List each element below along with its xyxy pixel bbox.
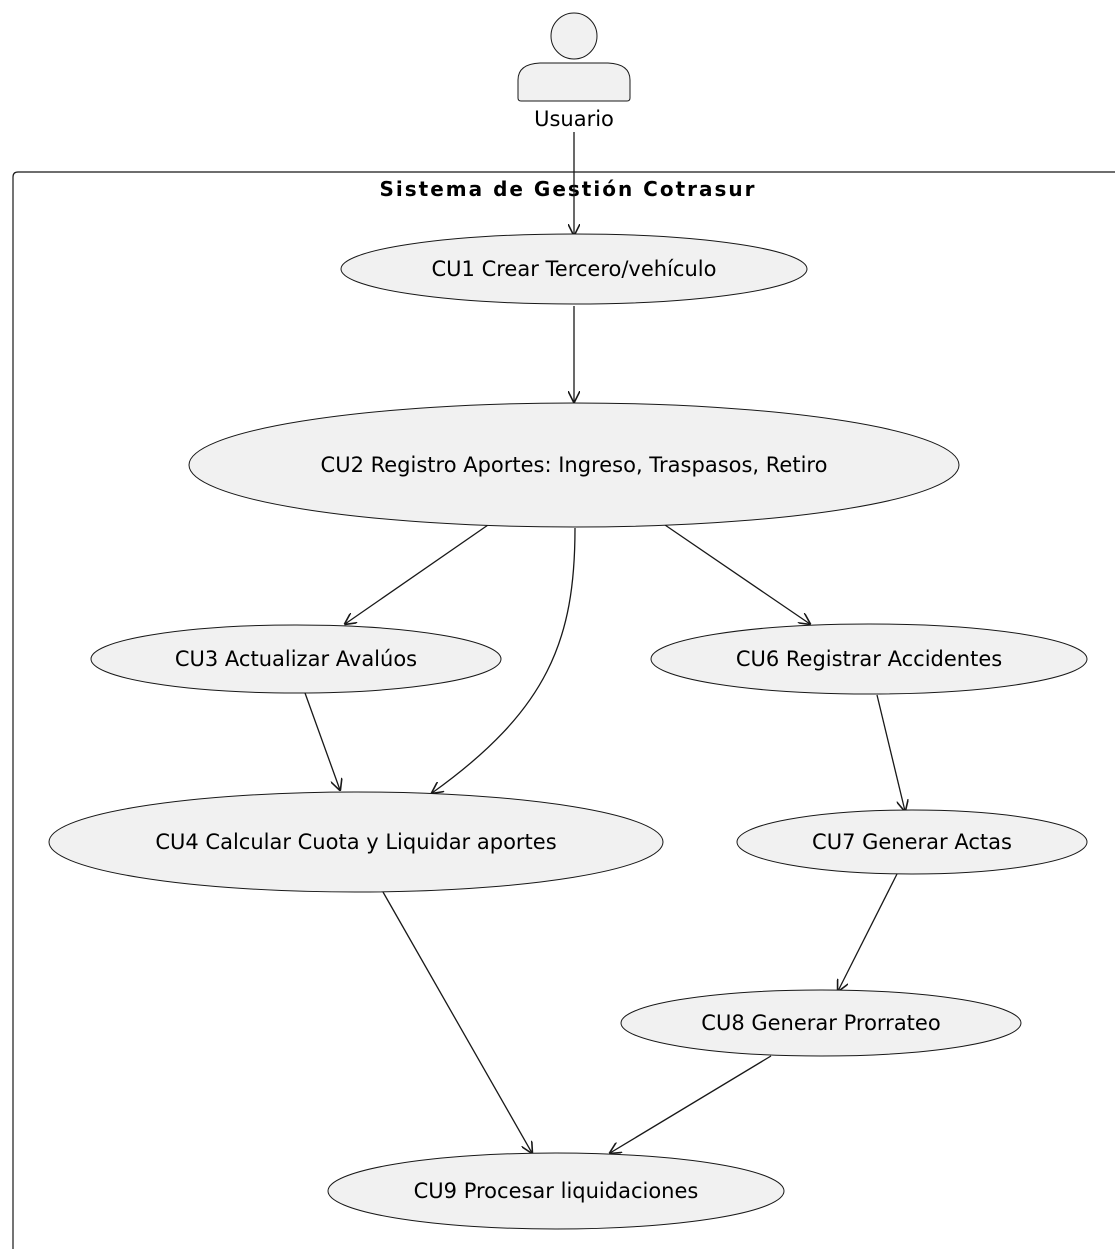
use-case-cu9: CU9 Procesar liquidaciones [327,1152,785,1230]
system-boundary: Sistema de Gestión Cotrasur [12,171,1115,1249]
system-title: Sistema de Gestión Cotrasur [379,177,756,201]
edge-cu2-cu6 [664,524,810,624]
edge-cu2-cu4 [432,527,576,793]
use-case-cu7: CU7 Generar Actas [736,809,1088,875]
actor-body-icon [517,62,631,102]
use-case-cu4: CU4 Calcular Cuota y Liquidar aportes [48,791,664,893]
actor-usuario: Usuario [517,12,631,131]
use-case-label: CU2 Registro Aportes: Ingreso, Traspasos… [321,453,828,477]
use-case-label: CU4 Calcular Cuota y Liquidar aportes [155,830,556,854]
edge-cu7-cu8 [838,873,898,991]
use-case-cu3: CU3 Actualizar Avalúos [90,624,502,694]
actor-head-icon [550,12,598,60]
use-case-label: CU9 Procesar liquidaciones [414,1179,699,1203]
use-case-cu2: CU2 Registro Aportes: Ingreso, Traspasos… [188,402,960,528]
edge-cu4-cu9 [382,891,532,1153]
edge-cu6-cu7 [876,694,905,811]
edge-cu8-cu9 [610,1055,772,1153]
edge-cu3-cu4 [304,692,340,790]
use-case-label: CU3 Actualizar Avalúos [175,647,417,671]
use-case-label: CU8 Generar Prorrateo [701,1011,940,1035]
edge-cu2-cu3 [345,524,489,624]
edges [304,132,905,1153]
use-case-label: CU7 Generar Actas [812,830,1012,854]
use-case-cu6: CU6 Registrar Accidentes [650,623,1088,695]
use-case-label: CU6 Registrar Accidentes [736,647,1002,671]
use-case-label: CU1 Crear Tercero/vehículo [432,257,717,281]
use-case-cu8: CU8 Generar Prorrateo [620,989,1022,1057]
use-case-cu1: CU1 Crear Tercero/vehículo [340,233,808,305]
actor-label: Usuario [534,107,614,131]
